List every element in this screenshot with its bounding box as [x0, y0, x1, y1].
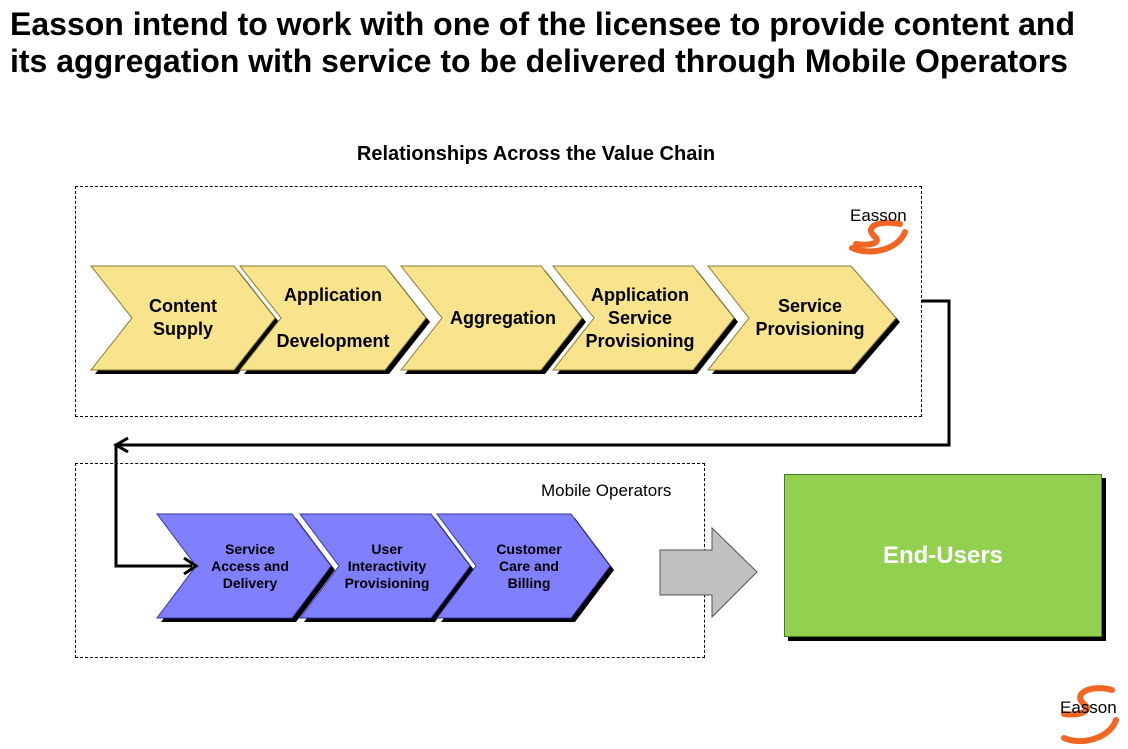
easson-logo-bottom-icon: [1061, 685, 1119, 745]
connector-arrowhead-right: [183, 556, 199, 576]
chevron-customer-care-billing: [436, 513, 611, 619]
chevron-content-supply: [89, 265, 276, 371]
end-users-label: End-Users: [882, 541, 1004, 569]
chevron-label-application-service-provisioning: Application Service Provisioning: [585, 284, 695, 351]
easson-logo-top-icon: [849, 219, 908, 255]
chevron-label-service-access-delivery: Service Access and Delivery: [211, 541, 289, 591]
chevron-label-user-interactivity: User Interactivity Provisioning: [344, 541, 430, 591]
mobile-operators-label: Mobile Operators: [541, 481, 672, 500]
slide-title: Easson intend to work with one of the li…: [10, 6, 1075, 79]
chevron-label-customer-care-billing: Customer Care and Billing: [496, 541, 562, 591]
chevron-application-development: [238, 265, 427, 371]
chevron-application-service-provisioning: [551, 265, 735, 371]
easson-logo-top-text: Easson: [850, 206, 907, 225]
connector-line: [114, 299, 951, 568]
chevron-service-provisioning: [706, 265, 897, 371]
diagram-heading: Relationships Across the Value Chain: [356, 143, 716, 165]
end-users-box: End-Users: [784, 474, 1102, 637]
chevron-user-interactivity: [299, 513, 471, 619]
block-arrow-right: [659, 526, 758, 619]
chevron-aggregation: [399, 265, 583, 371]
chevron-label-service-provisioning: Service Provisioning: [755, 296, 865, 339]
chevron-label-application-development: Application Development: [276, 284, 390, 351]
easson-logo-bottom-text: Easson: [1060, 698, 1117, 717]
connector-arrowhead-top: [113, 436, 129, 454]
chevron-label-content-supply: Content Supply: [149, 296, 217, 339]
chevron-label-aggregation: Aggregation: [450, 307, 556, 328]
